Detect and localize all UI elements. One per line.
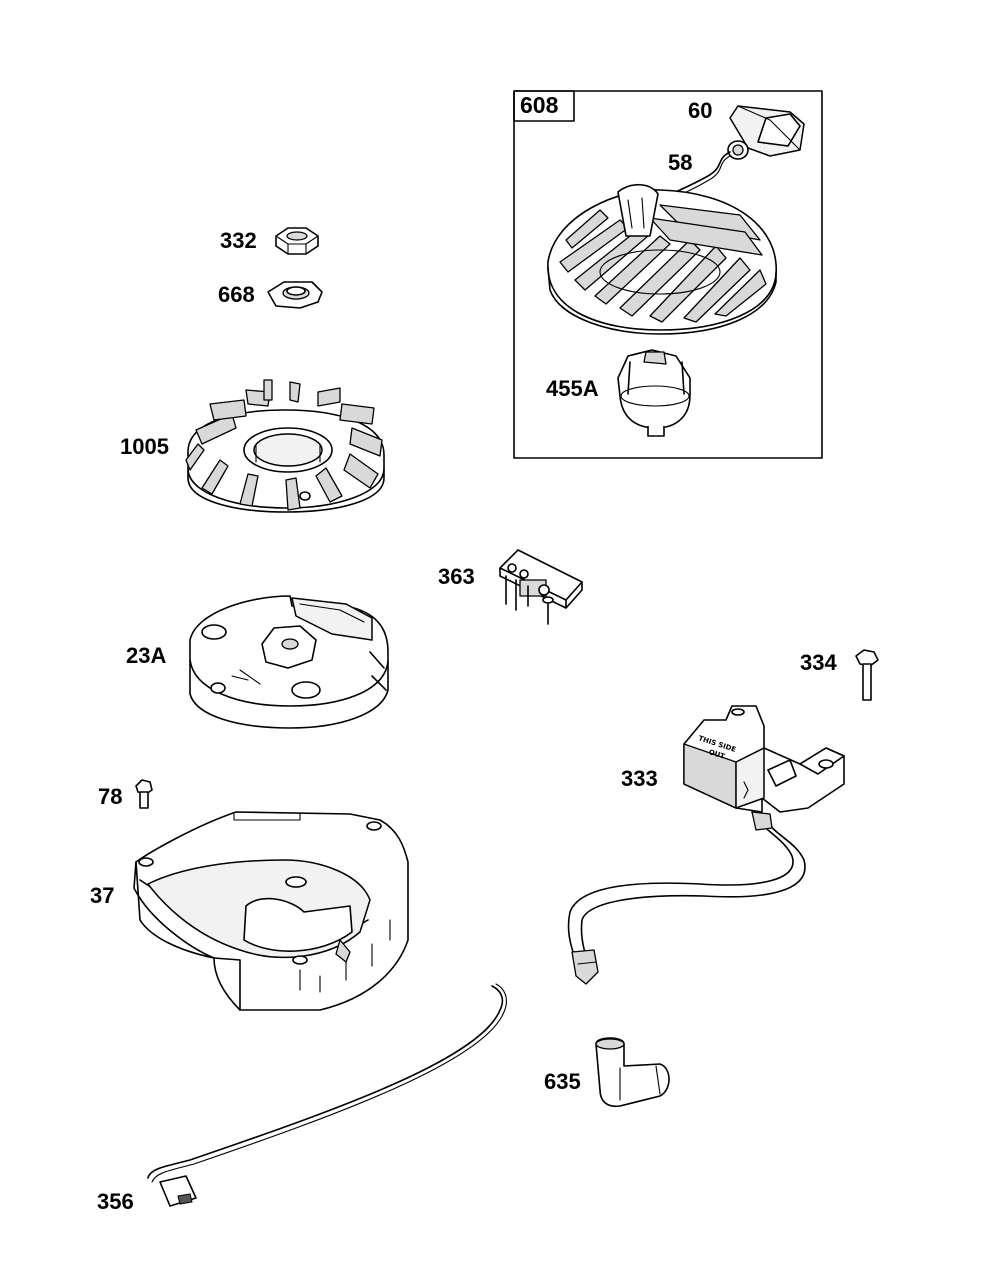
callout-635: 635 xyxy=(544,1069,581,1094)
callout-332: 332 xyxy=(220,228,257,253)
callout-78: 78 xyxy=(98,784,123,809)
callout-333: 333 xyxy=(621,766,658,791)
washer-668 xyxy=(267,281,323,309)
callout-23a: 23A xyxy=(126,643,167,668)
fan-1005 xyxy=(185,379,385,513)
kit-608-frame xyxy=(513,90,823,459)
spark-plug-boot-635 xyxy=(595,1037,670,1108)
callout-455a: 455A xyxy=(546,376,599,401)
callout-608: 608 xyxy=(520,92,559,118)
bracket-363 xyxy=(499,549,583,625)
rewind-starter-housing xyxy=(547,183,777,335)
callout-334: 334 xyxy=(800,650,837,675)
starter-cup-455a xyxy=(617,349,691,437)
ground-wire-356 xyxy=(147,983,507,1207)
screw-78 xyxy=(135,779,153,809)
callout-668: 668 xyxy=(218,282,255,307)
flywheel-23a xyxy=(189,595,389,729)
callout-58: 58 xyxy=(668,150,693,175)
blower-housing-37 xyxy=(133,811,409,1011)
callout-60: 60 xyxy=(688,98,713,123)
callout-363: 363 xyxy=(438,564,475,589)
callout-356: 356 xyxy=(97,1189,134,1214)
bolt-334 xyxy=(855,649,879,701)
starter-handle-60 xyxy=(727,105,805,160)
flywheel-nut-332 xyxy=(275,227,319,255)
callout-37: 37 xyxy=(90,883,115,908)
armature-333: THIS SIDE OUT xyxy=(567,705,845,985)
callout-1005: 1005 xyxy=(120,434,169,459)
